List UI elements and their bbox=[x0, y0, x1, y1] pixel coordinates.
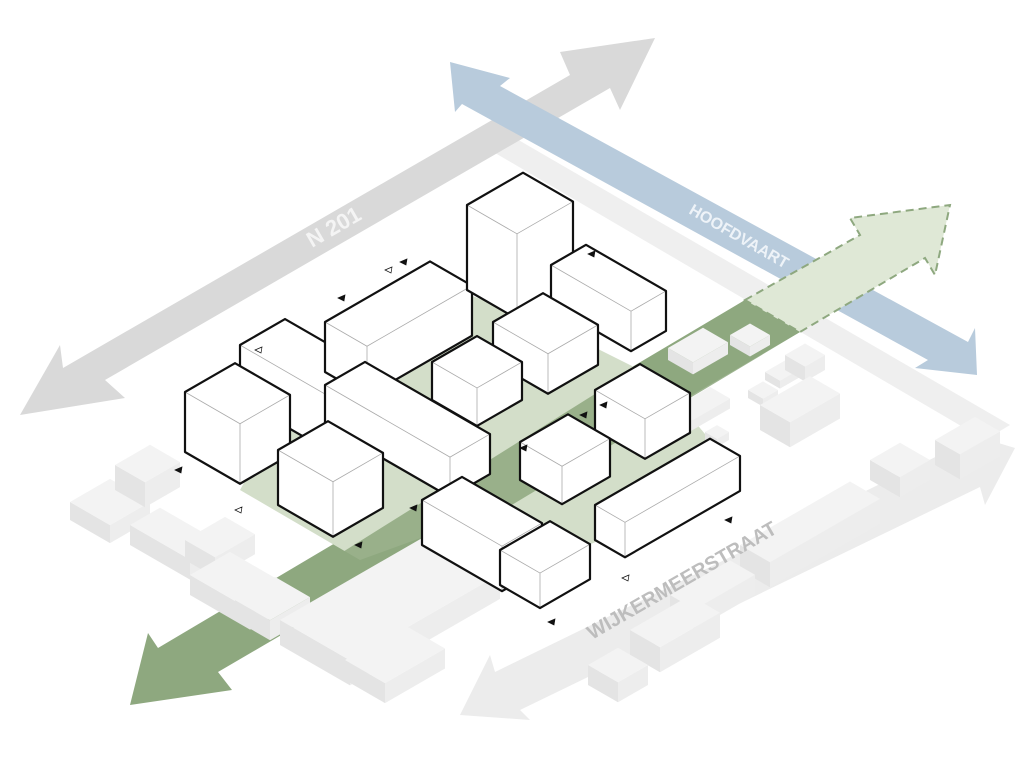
entrance-marker-icon bbox=[399, 258, 408, 266]
entrance-marker-icon bbox=[599, 401, 608, 409]
entrance-marker-icon bbox=[337, 294, 346, 302]
entrance-marker-icon bbox=[519, 444, 528, 452]
entrance-marker-icon bbox=[579, 411, 588, 419]
local-road-back bbox=[490, 138, 1010, 440]
context-buildings bbox=[70, 323, 1000, 704]
context-building bbox=[740, 481, 880, 588]
building-block-9 bbox=[276, 420, 385, 538]
entrance-marker-icon bbox=[254, 346, 263, 354]
entrance-marker-icon bbox=[234, 506, 243, 514]
context-building bbox=[870, 442, 930, 498]
context-building bbox=[668, 327, 728, 375]
building-block-2 bbox=[183, 362, 292, 485]
proposed-buildings bbox=[183, 171, 742, 610]
building-block-5 bbox=[549, 243, 668, 353]
context-building bbox=[785, 343, 825, 382]
entrance-marker-icon bbox=[587, 250, 596, 258]
entrance-marker-icon bbox=[547, 618, 556, 626]
context-building bbox=[115, 444, 180, 508]
entrance-marker-icon bbox=[409, 504, 418, 512]
building-block-10 bbox=[593, 362, 692, 460]
building-block-14 bbox=[498, 520, 592, 610]
entrance-marker-icon bbox=[724, 516, 733, 524]
entrance-marker-icon bbox=[621, 574, 630, 582]
context-building bbox=[345, 625, 445, 704]
entrance-marker-icon bbox=[384, 266, 393, 274]
context-building bbox=[630, 595, 720, 673]
building-block-11 bbox=[518, 413, 612, 506]
entrance-marker-icon bbox=[174, 466, 183, 474]
context-building bbox=[760, 376, 840, 448]
context-building bbox=[730, 323, 770, 357]
context-building bbox=[588, 647, 648, 703]
entrance-markers bbox=[174, 250, 733, 626]
green-axis-future-arrow bbox=[742, 203, 952, 334]
entrance-marker-icon bbox=[354, 541, 363, 549]
context-building bbox=[935, 416, 1000, 480]
n201-road-arrow bbox=[20, 38, 655, 415]
building-block-12 bbox=[593, 437, 742, 559]
